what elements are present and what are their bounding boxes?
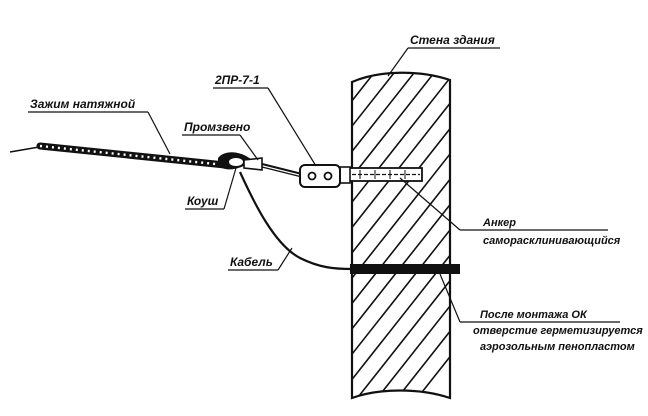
label-cable: Кабель bbox=[228, 247, 293, 271]
label-link: Промзвено bbox=[182, 120, 259, 161]
label-tension-clamp: Зажим натяжной bbox=[28, 97, 171, 155]
connector-2pr bbox=[299, 164, 341, 188]
label-anchor-line1: Анкер bbox=[482, 217, 516, 229]
label-tension-clamp-text: Зажим натяжной bbox=[30, 97, 136, 111]
label-wall-text: Стена здания bbox=[410, 33, 495, 47]
label-connector: 2ПР-7-1 bbox=[213, 73, 317, 167]
label-thimble: Коуш bbox=[185, 167, 237, 210]
label-note-line1: После монтажа ОК bbox=[480, 309, 588, 321]
label-note: После монтажа ОК отверстие герметизирует… bbox=[439, 273, 643, 353]
anchor bbox=[339, 166, 423, 184]
wall-hatching bbox=[352, 72, 450, 398]
label-thimble-text: Коуш bbox=[187, 194, 219, 208]
cable-line bbox=[238, 171, 353, 271]
link-plate bbox=[243, 157, 303, 178]
building-wall bbox=[350, 71, 452, 400]
label-cable-text: Кабель bbox=[230, 255, 273, 269]
label-note-line2: отверстие герметизируется bbox=[473, 325, 643, 337]
label-note-line3: аэрозольным пенопластом bbox=[480, 341, 635, 353]
label-anchor: Анкер саморасклинивающийся bbox=[399, 177, 621, 247]
tension-clamp bbox=[9, 142, 229, 169]
wall-penetration-cable bbox=[350, 264, 460, 274]
label-anchor-line2: саморасклинивающийся bbox=[483, 235, 621, 247]
label-link-text: Промзвено bbox=[184, 120, 250, 134]
label-wall: Стена здания bbox=[387, 33, 500, 77]
label-connector-text: 2ПР-7-1 bbox=[214, 73, 260, 87]
